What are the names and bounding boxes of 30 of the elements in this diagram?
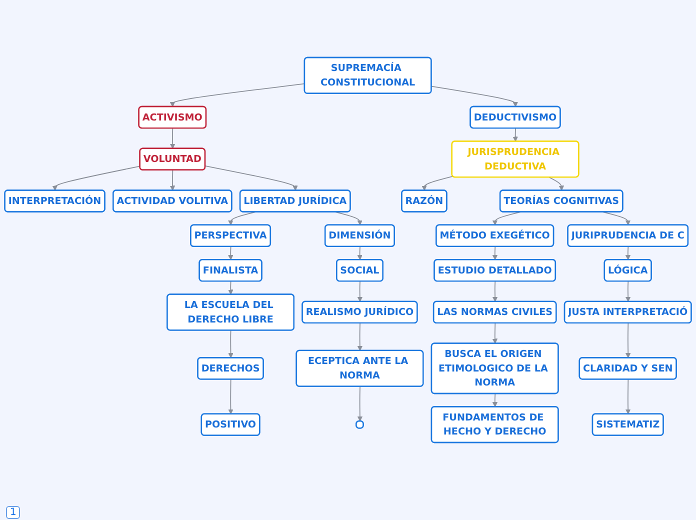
arrow: [492, 393, 498, 408]
arrow: [625, 280, 631, 302]
arrow: [548, 176, 564, 191]
arrow: [335, 212, 362, 226]
arrow: [228, 378, 234, 414]
arrow: [492, 246, 498, 260]
arrow: [625, 322, 631, 358]
arrow: [170, 128, 176, 149]
arrow: [602, 212, 631, 226]
arrow: [228, 246, 234, 260]
arrow: [357, 386, 363, 422]
note-badge: 1: [6, 506, 20, 519]
arrow: [512, 128, 518, 142]
arrow: [422, 176, 454, 191]
arrow: [228, 212, 256, 226]
arrow: [625, 378, 631, 414]
arrow: [357, 322, 363, 351]
arrow: [625, 246, 631, 260]
arrow: [492, 212, 521, 226]
arrow: [228, 280, 234, 295]
arrow: [52, 166, 141, 191]
arrow: [228, 330, 234, 358]
arrow: [357, 246, 362, 260]
arrow: [170, 83, 306, 108]
arrow: [431, 86, 518, 108]
arrow: [492, 322, 498, 344]
arrow: [170, 170, 176, 191]
arrow: [204, 165, 298, 191]
arrow: [357, 280, 363, 302]
arrow: [492, 280, 498, 302]
